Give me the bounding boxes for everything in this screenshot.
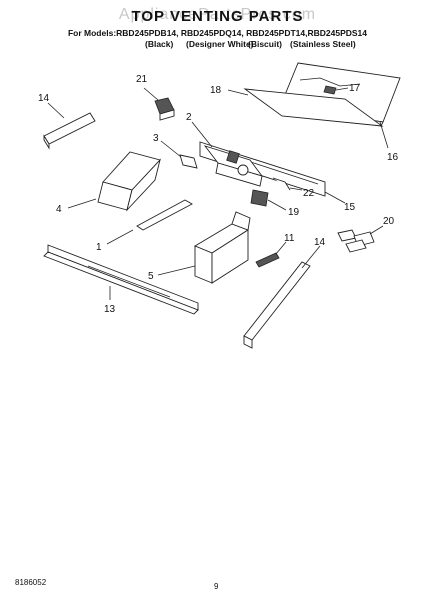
- callout-labels: 21 2 3 14 18 17 16 22 15 19 4 20 11 14 1…: [38, 74, 399, 315]
- label-3: 3: [153, 133, 159, 144]
- label-15: 15: [344, 202, 356, 213]
- label-14-right: 14: [314, 237, 326, 248]
- part-14-side-bracket-left[interactable]: [43, 102, 96, 150]
- finish-biscuit: (Biscuit): [248, 39, 282, 49]
- part-1-strip[interactable]: [106, 199, 193, 245]
- finish-stainless-steel: (Stainless Steel): [290, 39, 356, 49]
- part-5-vent-duct[interactable]: [157, 211, 251, 284]
- label-17: 17: [349, 83, 361, 94]
- part-18-panel[interactable]: [227, 88, 384, 127]
- label-4: 4: [56, 204, 62, 215]
- part-11-connector[interactable]: [255, 241, 287, 268]
- page-title: TOP VENTING PARTS: [131, 8, 304, 25]
- part-3-block[interactable]: [160, 140, 198, 169]
- label-5: 5: [148, 271, 154, 282]
- label-16: 16: [387, 152, 399, 163]
- label-1: 1: [96, 242, 102, 253]
- part-22-bracket[interactable]: [272, 177, 303, 191]
- label-21: 21: [136, 74, 148, 85]
- part-20-hardware[interactable]: [337, 225, 384, 253]
- part-19-pad[interactable]: [250, 189, 287, 211]
- finish-black: (Black): [145, 39, 174, 49]
- part-17-clip[interactable]: [323, 85, 349, 95]
- label-14-top: 14: [38, 93, 50, 104]
- page-number: 9: [214, 582, 219, 591]
- label-11: 11: [284, 233, 295, 244]
- part-4-duct[interactable]: [67, 151, 161, 212]
- label-13: 13: [104, 304, 116, 315]
- part-13-front-rail[interactable]: [43, 244, 199, 315]
- finish-designer-white: (Designer White): [186, 39, 254, 49]
- part-14-side-bracket-right[interactable]: [243, 245, 321, 349]
- document-code: 8186052: [15, 578, 47, 587]
- part-21-motor[interactable]: [143, 87, 175, 121]
- label-22: 22: [303, 188, 315, 199]
- watermark: AppliancePartsPros.com: [118, 6, 317, 23]
- label-19: 19: [288, 207, 300, 218]
- label-18: 18: [210, 85, 222, 96]
- label-20: 20: [383, 216, 395, 227]
- part-2-blower-assembly[interactable]: [191, 121, 264, 187]
- model-list: For Models:RBD245PDB14, RBD245PDQ14, RBD…: [67, 28, 368, 38]
- label-2: 2: [186, 112, 192, 123]
